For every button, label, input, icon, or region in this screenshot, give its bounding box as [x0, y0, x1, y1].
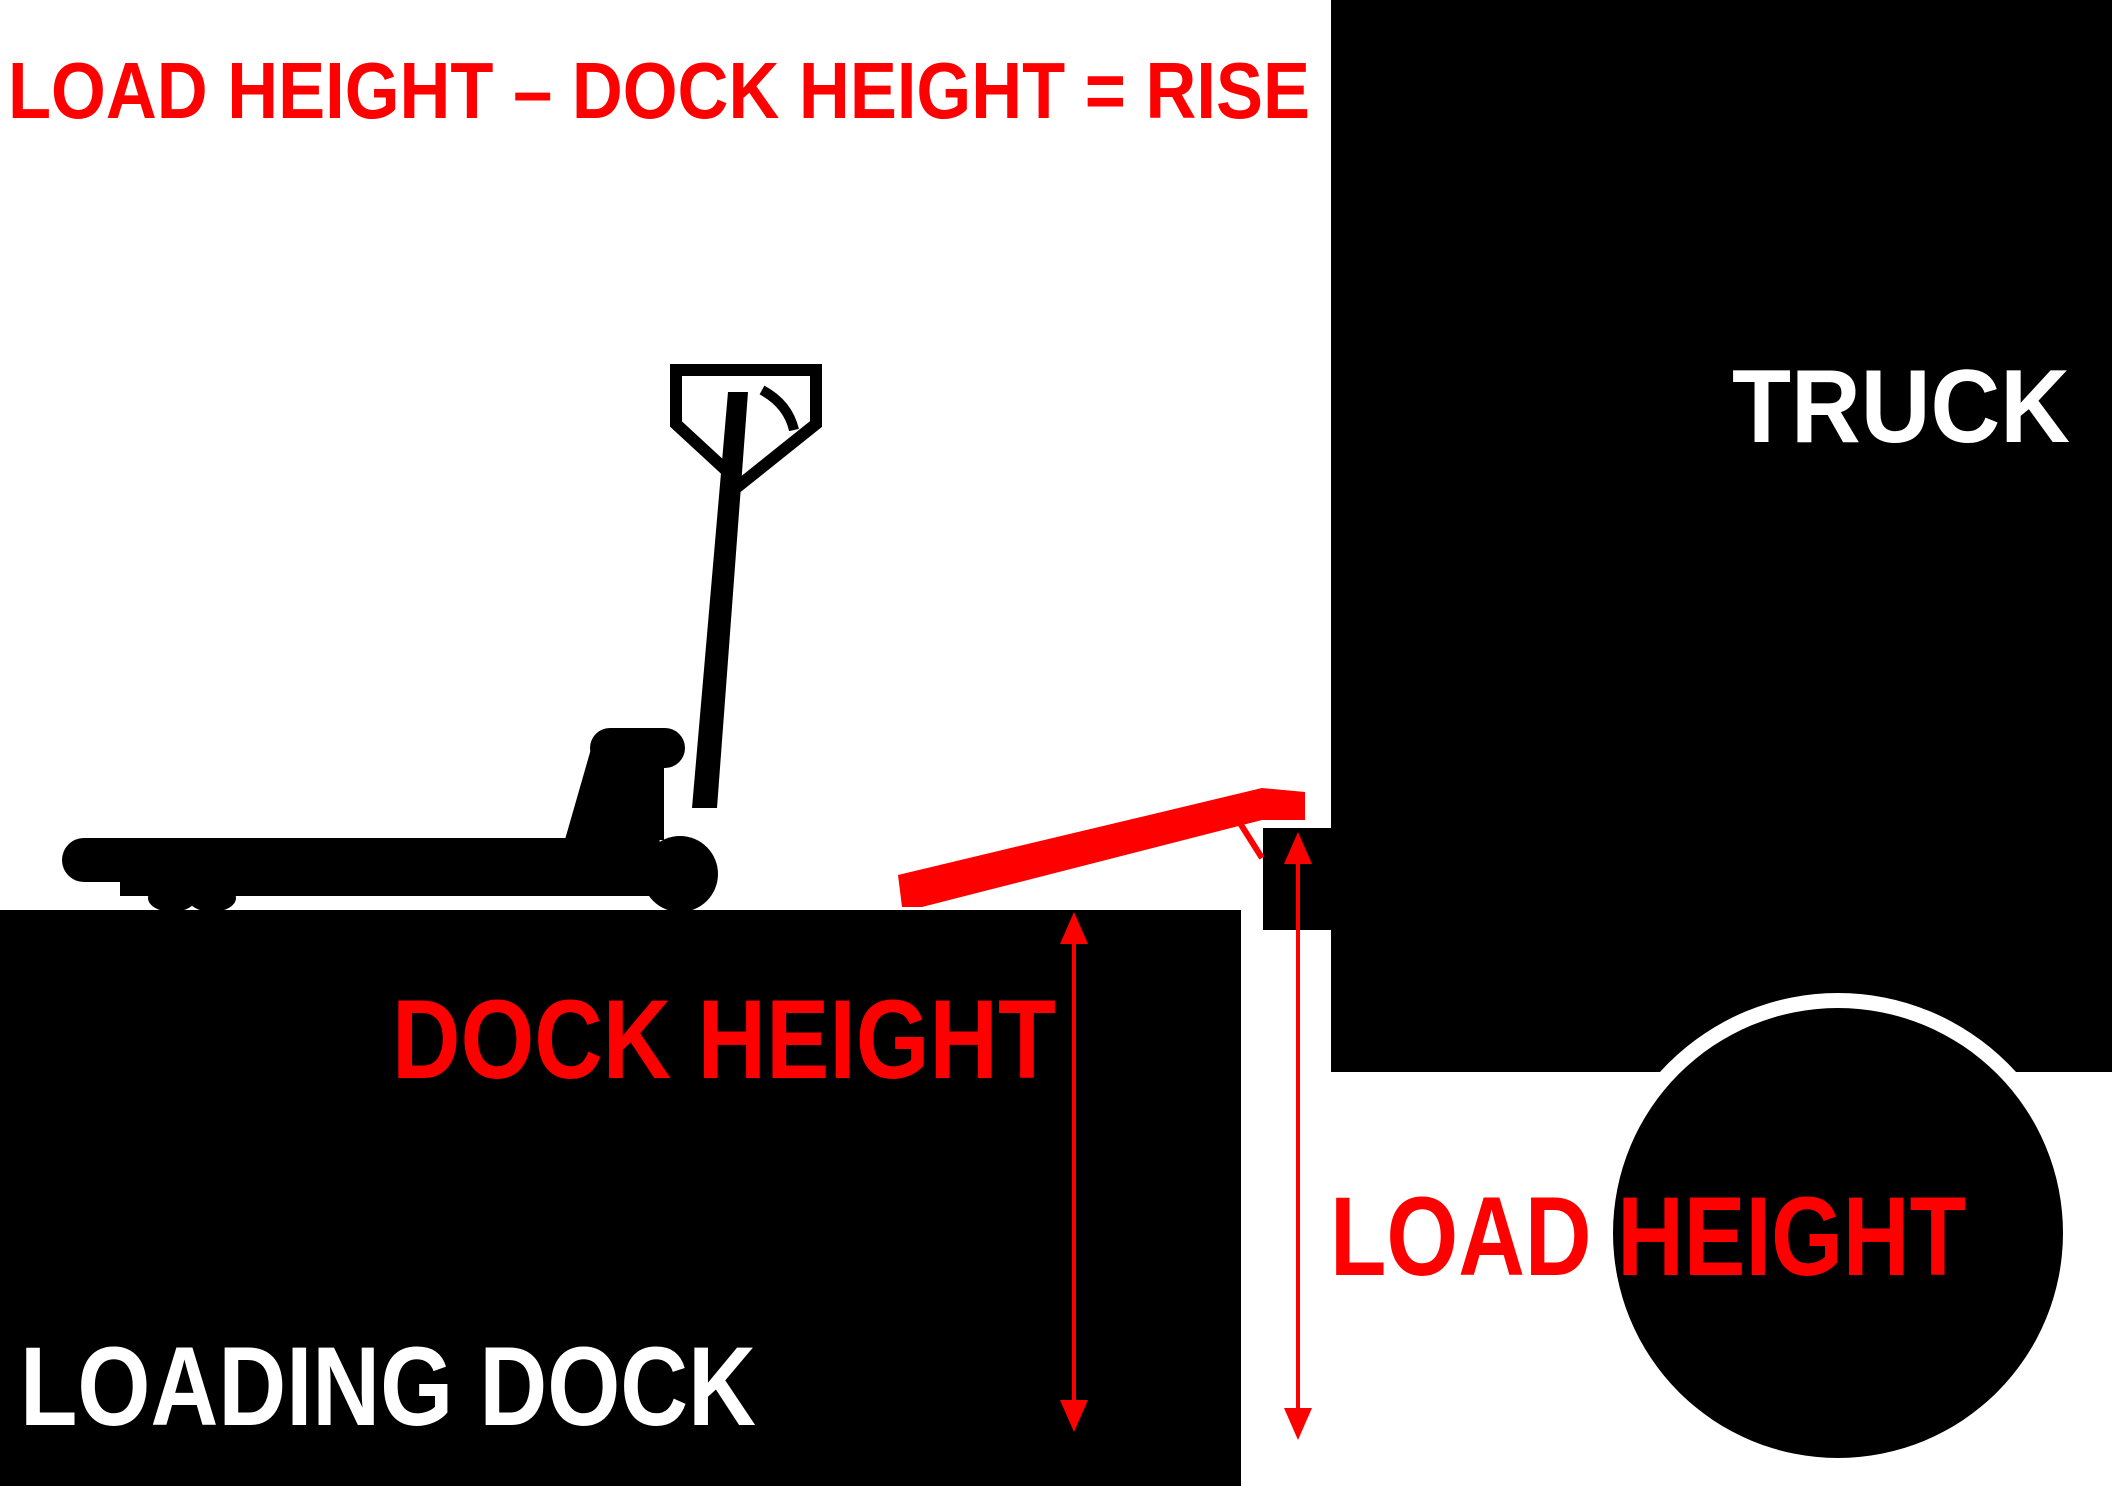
dock-height-label: DOCK HEIGHT — [392, 977, 1056, 1102]
formula-equals: = — [1085, 46, 1126, 135]
truck-wheel — [1613, 1008, 2063, 1458]
load-height-label: LOAD HEIGHT — [1330, 1174, 1966, 1299]
loading-dock-label: LOADING DOCK — [20, 1324, 756, 1449]
pallet-jack-icon — [62, 364, 822, 912]
loading-dock-block — [0, 910, 1241, 1486]
dock-plate-icon — [898, 788, 1305, 907]
load-height-arrow — [1284, 832, 1312, 1440]
truck-body — [1331, 0, 2112, 1072]
formula: LOAD HEIGHT – DOCK HEIGHT = RISE — [8, 46, 1310, 135]
formula-load-height: LOAD HEIGHT — [8, 46, 494, 135]
dock-height-arrow — [1060, 912, 1088, 1432]
formula-rise: RISE — [1146, 46, 1310, 135]
formula-dock-height: DOCK HEIGHT — [572, 46, 1065, 135]
truck-label: TRUCK — [1732, 349, 2070, 465]
formula-minus: – — [513, 46, 552, 135]
